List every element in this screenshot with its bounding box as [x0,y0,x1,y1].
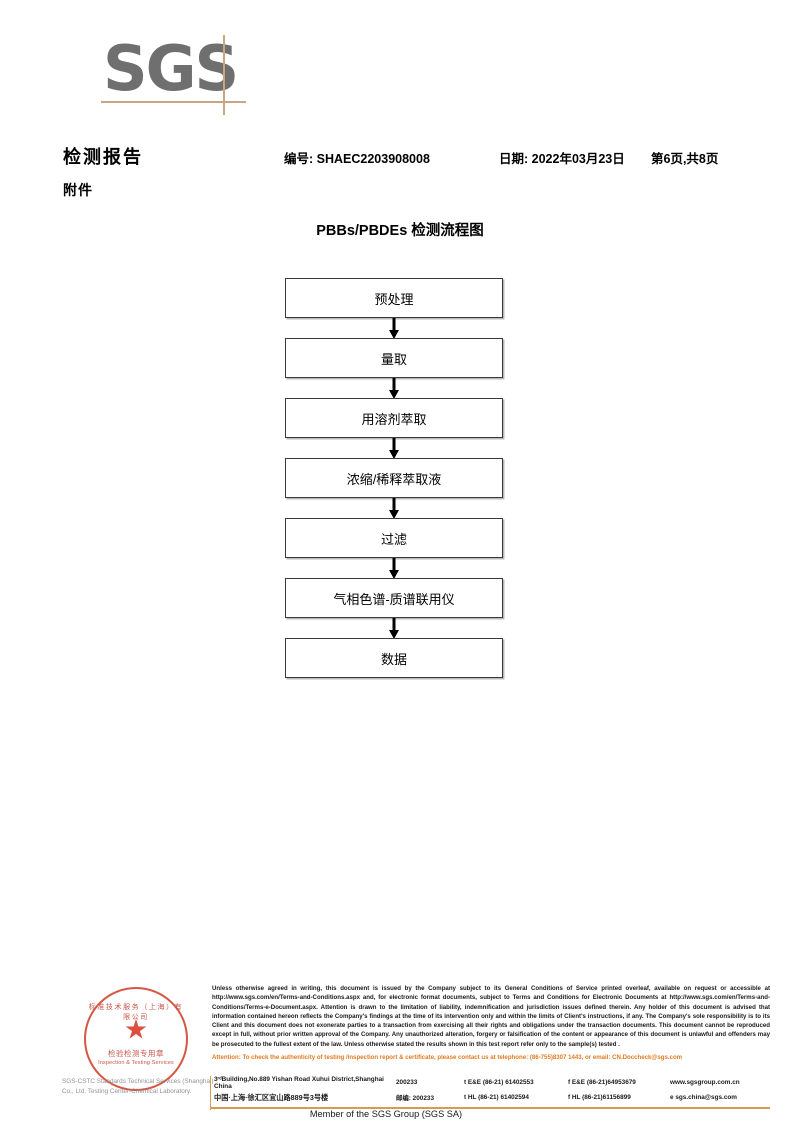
stamp-company-name: SGS-CSTC Standards Technical Services (S… [62,1078,214,1095]
logo-horizontal-rule [101,101,246,103]
flow-step-filtration: 过滤 [285,518,503,558]
star-icon: ★ [123,1014,149,1045]
telephone-ee: t E&E (86-21) 61402553 [464,1079,534,1086]
flow-step-measure: 量取 [285,338,503,378]
stamp-arc-text: 标准技术服务（上海）有限公司 [88,1004,184,1021]
contact-row-chinese: 中国·上海·徐汇区宜山路889号3号楼 邮编: 200233 t HL (86-… [214,1090,770,1105]
zip-english: 200233 [396,1079,418,1086]
telephone-hl: t HL (86-21) 61402594 [464,1094,529,1101]
sgs-logo: SGS [101,32,246,115]
flow-step-pretreatment: 预处理 [285,278,503,318]
report-number: 编号: SHAEC2203908008 [284,152,430,166]
flow-arrow-2 [285,378,503,399]
stamp-chinese-text: 检验检测专用章 [108,1049,164,1058]
stamp-english-text: Inspection & Testing Services [98,1060,174,1066]
flowchart-title: PBBs/PBDEs 检测流程图 [316,223,484,239]
flow-step-concentrate-dilute: 浓缩/稀释萃取液 [285,458,503,498]
report-date: 日期: 2022年03月23日 [499,152,625,166]
zip-chinese: 邮编: 200233 [396,1095,435,1102]
flow-step-gcms: 气相色谱-质谱联用仪 [285,578,503,618]
footer-vertical-divider [210,1076,212,1110]
flowchart: 预处理 量取 用溶剂萃取 浓缩/稀释萃取液 过滤 气相色谱-质谱联用仪 数据 [285,278,503,678]
flow-arrow-4 [285,498,503,519]
flow-step-solvent-extraction: 用溶剂萃取 [285,398,503,438]
page-number: 第6页,共8页 [651,152,719,166]
flow-step-data: 数据 [285,638,503,678]
stamp-circle: 标准技术服务（上海）有限公司 ★ 检验检测专用章 Inspection & Te… [84,987,188,1091]
email-address[interactable]: e sgs.china@sgs.com [670,1094,737,1101]
fax-hl: f HL (86-21)61156899 [568,1094,631,1101]
inspection-stamp: 标准技术服务（上海）有限公司 ★ 检验检测专用章 Inspection & Te… [62,985,214,1100]
flow-arrow-6 [285,618,503,639]
contact-row-english: 3ʳᵈBuilding,No.889 Yishan Road Xuhui Dis… [214,1075,770,1090]
address-english: 3ʳᵈBuilding,No.889 Yishan Road Xuhui Dis… [214,1075,384,1090]
page-title: 检测报告 [63,147,143,167]
sgs-logo-text: SGS [103,32,239,105]
attention-notice: Attention: To check the authenticity of … [212,1054,683,1061]
footer-contact-table: 3ʳᵈBuilding,No.889 Yishan Road Xuhui Dis… [214,1075,770,1105]
member-line: Member of the SGS Group (SGS SA) [309,1109,463,1119]
address-chinese: 中国·上海·徐汇区宜山路889号3号楼 [214,1092,329,1102]
website-url[interactable]: www.sgsgroup.com.cn [670,1079,740,1086]
fax-ee: f E&E (86-21)64953679 [568,1079,636,1086]
flow-arrow-5 [285,558,503,579]
footer-horizontal-rule [210,1107,770,1109]
attachment-label: 附件 [63,182,93,198]
logo-vertical-rule [223,35,225,115]
legal-disclaimer: Unless otherwise agreed in writing, this… [212,985,770,1048]
flow-arrow-3 [285,438,503,459]
flow-arrow-1 [285,318,503,339]
